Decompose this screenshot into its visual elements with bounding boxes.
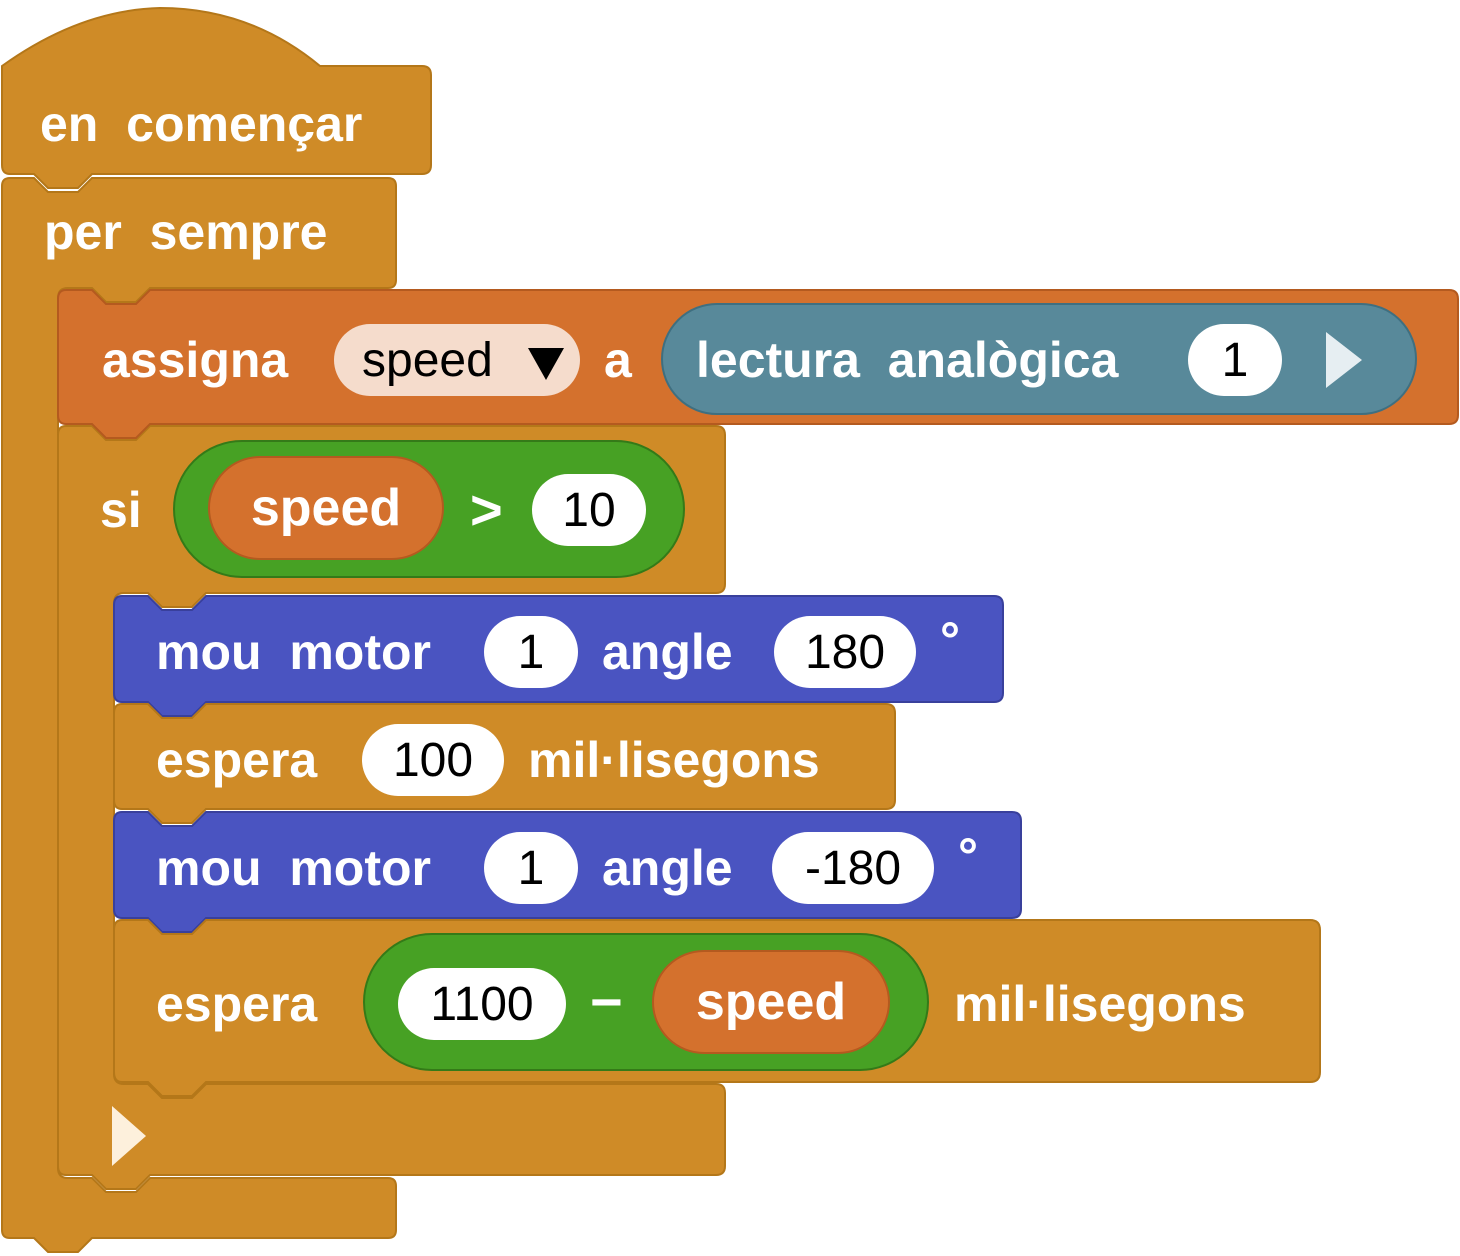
add-else-arrow-icon[interactable] xyxy=(112,1106,146,1166)
angle-input-2[interactable]: -180 xyxy=(772,832,934,904)
subtract-left-input[interactable]: 1100 xyxy=(398,968,566,1040)
set-block-label: assigna xyxy=(102,332,289,388)
wait-value-input-1[interactable]: 100 xyxy=(362,724,504,796)
start-hat-block[interactable] xyxy=(1,6,432,189)
motor-number-input-1[interactable]: 1 xyxy=(484,616,578,688)
variable-dropdown-value: speed xyxy=(362,333,493,387)
speed-variable-reporter[interactable]: speed xyxy=(208,456,444,560)
degree-unit-2: ° xyxy=(958,828,978,884)
speed-variable-reporter-2[interactable]: speed xyxy=(652,950,890,1054)
angle-label-2: angle xyxy=(602,840,733,896)
degree-unit-1: ° xyxy=(940,612,960,668)
start-block-label: en començar xyxy=(40,96,363,152)
expand-arrow-icon[interactable] xyxy=(1326,332,1362,388)
if-block-label: si xyxy=(100,482,142,538)
forever-block-frame[interactable] xyxy=(1,177,397,1253)
forever-block-label: per sempre xyxy=(44,204,328,260)
move-motor-label-2: mou motor xyxy=(156,840,431,896)
compare-value-input[interactable]: 10 xyxy=(532,474,646,546)
wait-label-1: espera xyxy=(156,732,318,788)
analog-read-label: lectura analògica xyxy=(696,332,1119,388)
move-motor-label-1: mou motor xyxy=(156,624,431,680)
dropdown-caret-icon xyxy=(528,348,564,380)
analog-pin-input[interactable]: 1 xyxy=(1188,324,1282,396)
variable-dropdown[interactable]: speed xyxy=(334,324,580,396)
angle-input-1[interactable]: 180 xyxy=(774,616,916,688)
set-block-to-label: a xyxy=(604,332,632,388)
wait-unit-2: mil·lisegons xyxy=(954,976,1246,1032)
motor-number-input-2[interactable]: 1 xyxy=(484,832,578,904)
wait-label-2: espera xyxy=(156,976,318,1032)
compare-operator[interactable]: > xyxy=(470,478,503,541)
wait-unit-1: mil·lisegons xyxy=(528,732,820,788)
wait-block-1[interactable] xyxy=(113,703,896,824)
angle-label-1: angle xyxy=(602,624,733,680)
subtract-operator[interactable]: − xyxy=(590,970,623,1033)
